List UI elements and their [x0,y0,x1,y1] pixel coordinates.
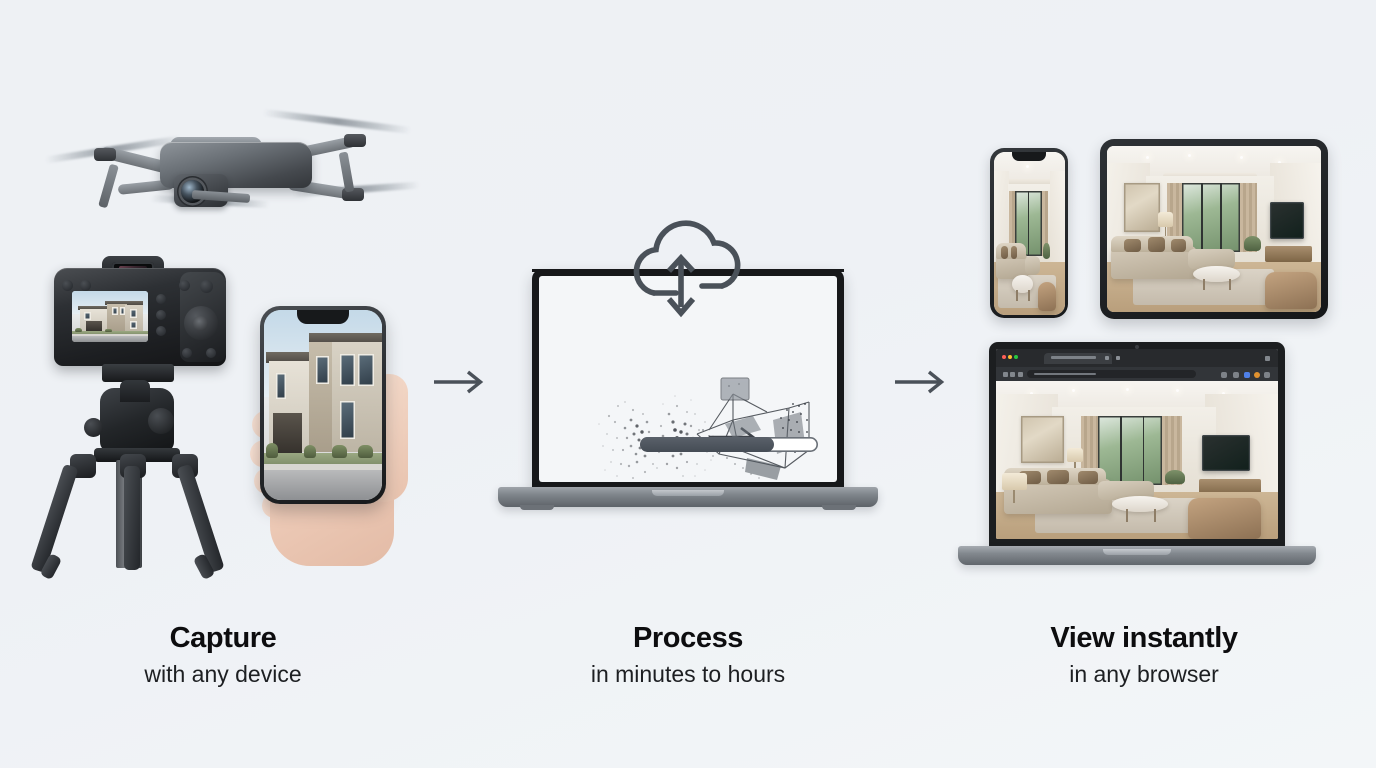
browser-toolbar [996,367,1278,382]
capture-panel: Capture with any device [0,0,470,687]
living-room-scene [993,151,1065,315]
living-room-scene [1107,146,1321,312]
laptop-base [958,546,1316,565]
capture-subtitle: with any device [144,661,302,688]
living-room-scene [996,381,1278,539]
webcam-icon [1135,345,1139,349]
back-icon[interactable] [1003,372,1009,378]
dslr-camera-tripod [30,256,230,581]
tablet-screen [1107,146,1321,312]
view-title: View instantly [1050,622,1238,654]
progress-bar-fill [640,437,774,452]
phone-device [260,306,386,504]
view-smartphone [990,148,1068,318]
process-caption: Process in minutes to hours [458,622,918,689]
laptop-screen [996,349,1278,539]
address-bar-text [1034,373,1097,376]
window-menu-icon[interactable] [1264,355,1270,361]
process-subtitle: in minutes to hours [590,661,786,688]
share-icon[interactable] [1221,371,1228,378]
capture-title: Capture [169,622,277,654]
laptop-bezel-top-left [532,269,624,272]
profile-avatar[interactable] [1253,371,1260,378]
view-tablet [1100,139,1328,319]
menu-icon[interactable] [1263,371,1270,378]
laptop-lid [989,342,1285,548]
capture-caption: Capture with any device [0,622,453,689]
traffic-light-minimize[interactable] [1008,355,1013,360]
traffic-light-maximize[interactable] [1014,355,1019,360]
extension-icon[interactable] [1232,371,1239,378]
view-panel: View instantly in any browser [940,0,1376,687]
camera-lcd-screen [72,291,148,342]
new-tab-icon[interactable] [1115,355,1120,360]
processing-laptop [498,215,878,510]
bookmark-icon[interactable] [1243,371,1250,378]
view-caption: View instantly in any browser [914,622,1374,689]
browser-tab-strip [996,349,1278,367]
processing-screen [539,276,837,482]
mesh-reconstruction-visual [689,372,817,482]
laptop-lid [532,269,844,491]
house-photo [72,291,148,342]
address-bar[interactable] [1027,370,1197,379]
reload-icon[interactable] [1017,372,1023,378]
house-photo [264,310,382,500]
laptop-base [498,487,878,510]
smartphone-in-hand [236,300,448,572]
view-laptop-browser [958,342,1316,570]
laptop-bezel-top-right [752,269,844,272]
cloud-sync-icon [614,215,764,325]
browser-chrome [996,349,1278,382]
processing-progress-bar [640,437,818,452]
drone [42,108,422,232]
process-panel: Process in minutes to hours [498,0,888,687]
phone-notch [1012,151,1046,161]
browser-tab-label [1050,356,1097,360]
forward-icon[interactable] [1010,372,1016,378]
laptop-viewport [996,381,1278,539]
tab-close-icon[interactable] [1104,355,1109,360]
phone-notch [297,310,349,324]
laptop-lid-notch [652,490,724,496]
view-subtitle: in any browser [1069,661,1219,688]
arrow-capture-to-process [432,368,488,396]
phone-screen [264,310,382,500]
arrow-process-to-view [893,368,949,396]
process-title: Process [632,622,744,654]
traffic-light-close[interactable] [1002,355,1007,360]
laptop-lid-notch [1103,549,1171,555]
phone-screen [993,151,1065,315]
